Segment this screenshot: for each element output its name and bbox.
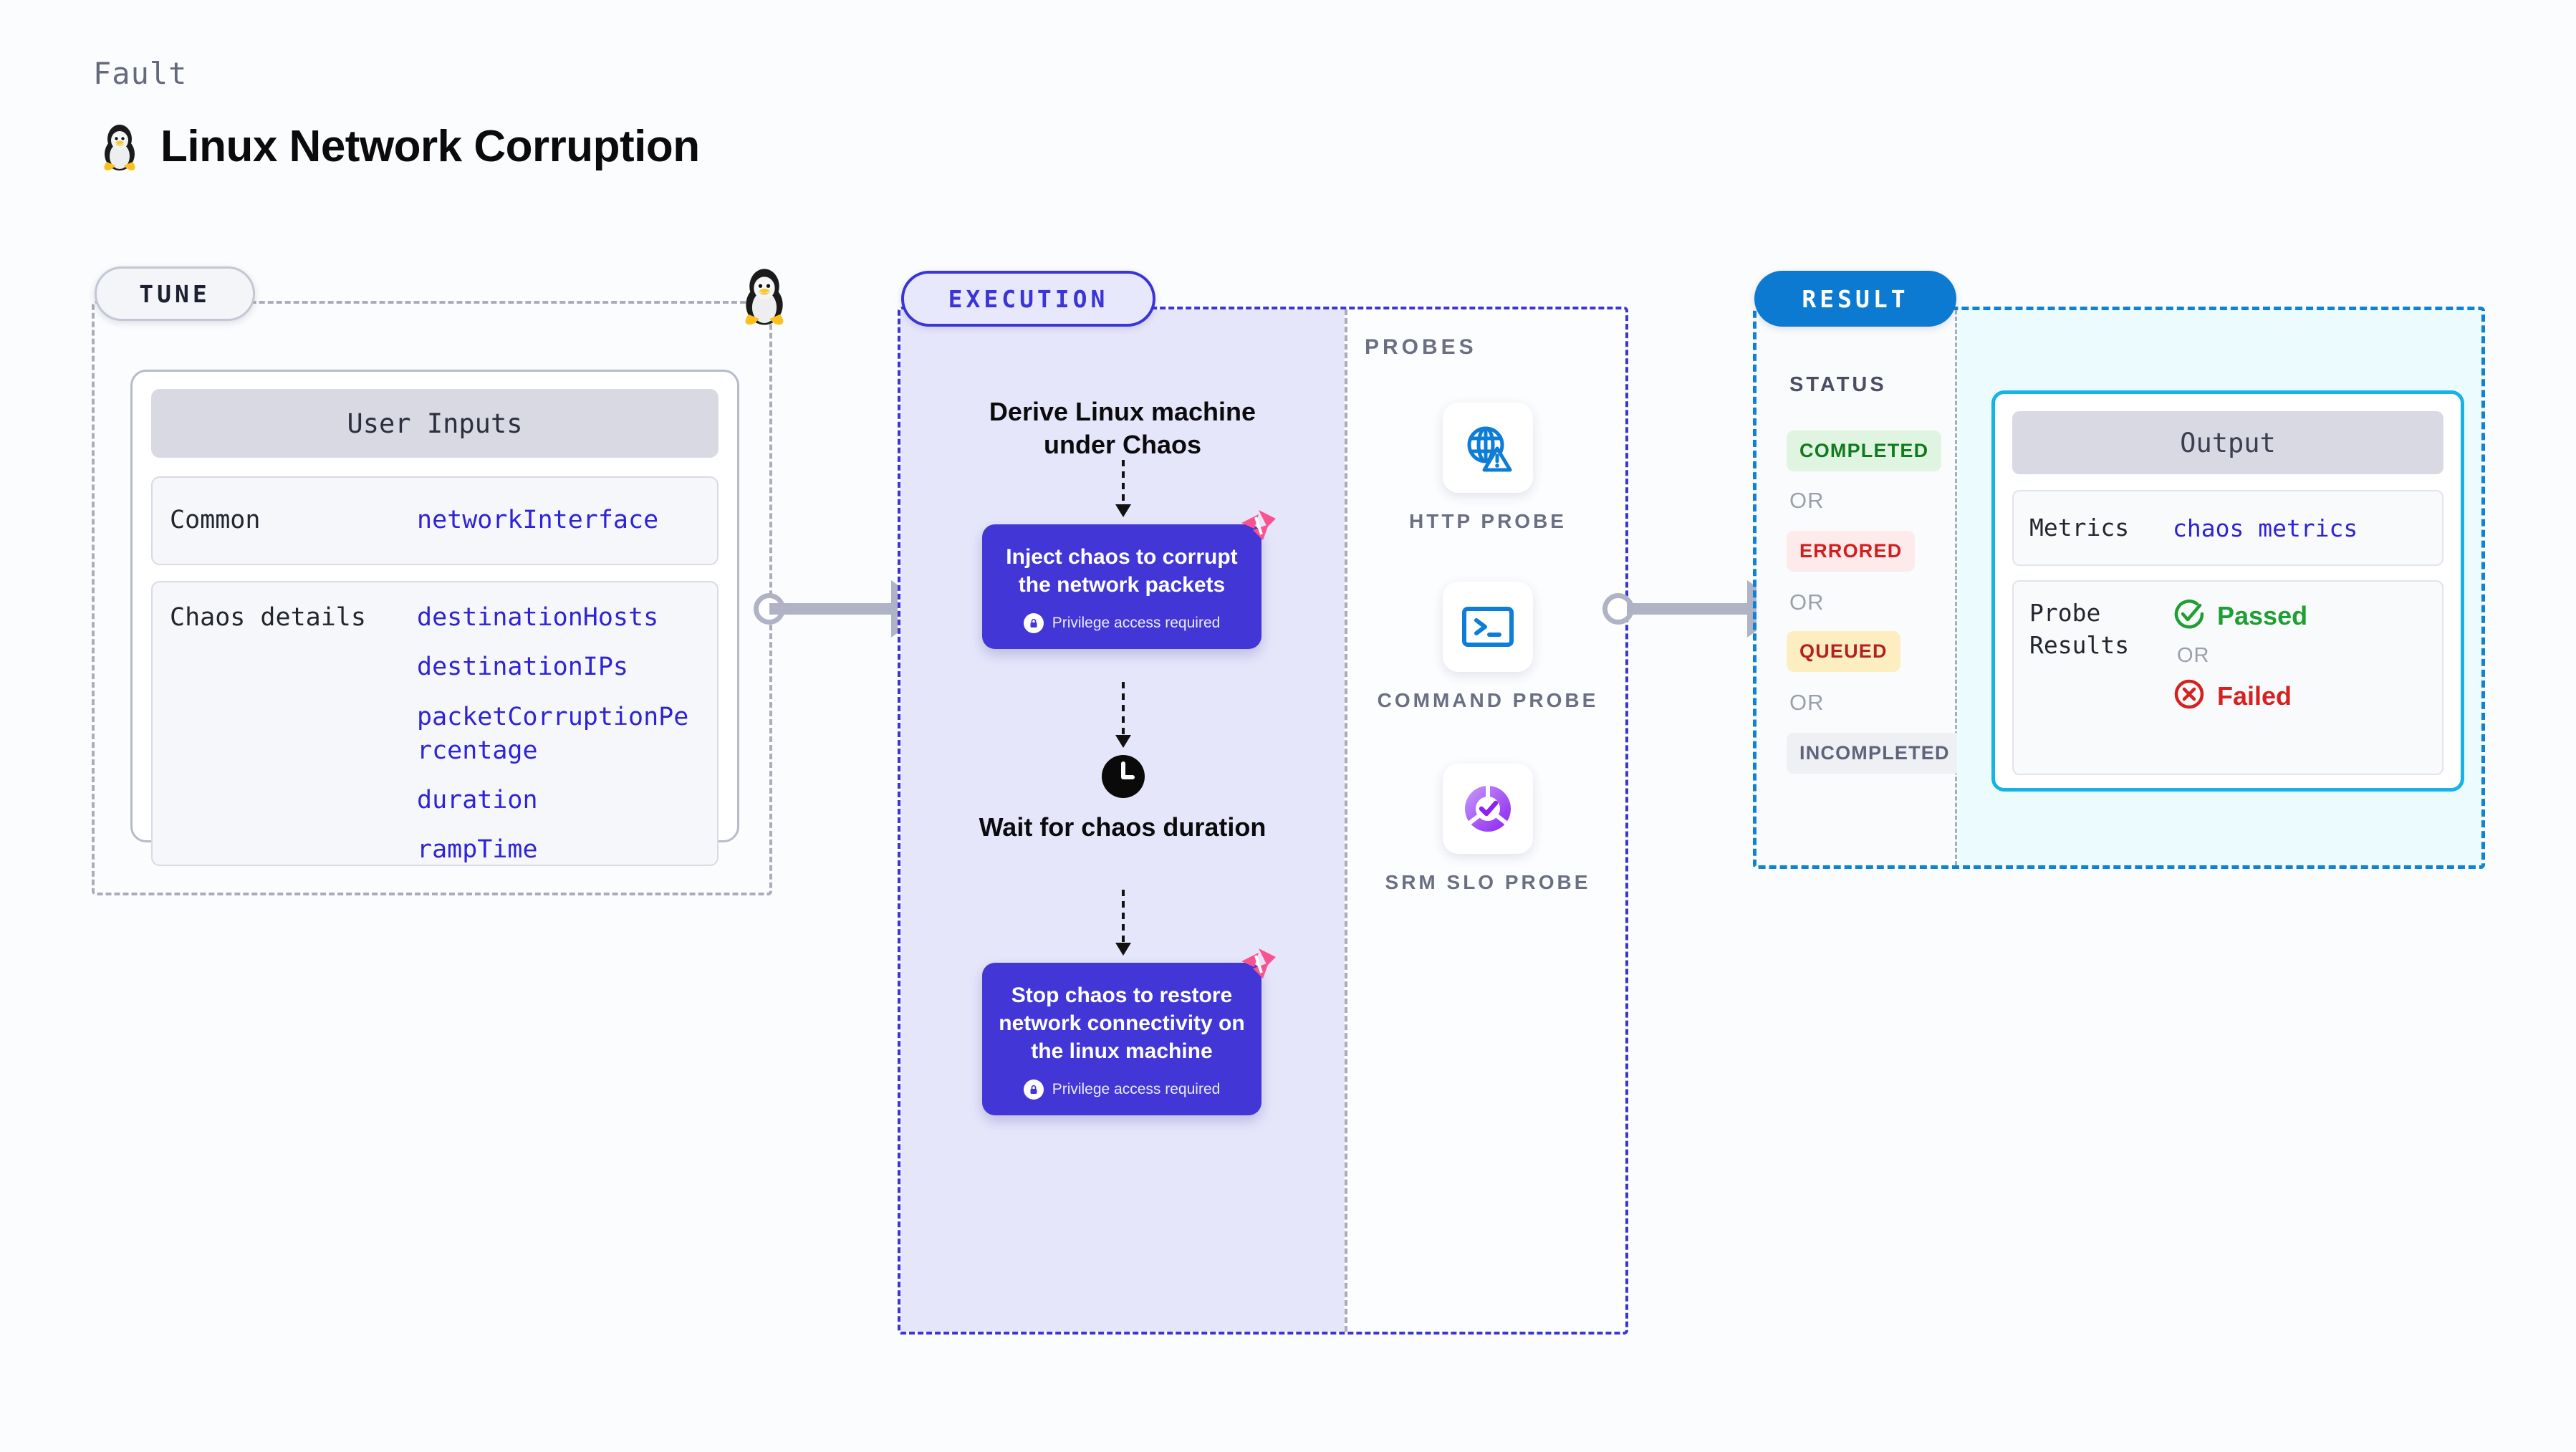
or-separator: OR — [1789, 488, 1825, 513]
execution-node-inject[interactable]: Inject chaos to corrupt the network pack… — [982, 510, 1276, 649]
slo-donut-check-icon — [1443, 764, 1533, 854]
input-row-values: destinationHosts destinationIPs packetCo… — [417, 601, 700, 867]
page-title: Linux Network Corruption — [160, 121, 700, 171]
check-circle-icon — [2173, 597, 2206, 634]
failed-label: Failed — [2217, 681, 2292, 711]
node-text: Inject chaos to corrupt the network pack… — [1006, 545, 1238, 597]
result-badge[interactable]: RESULT — [1754, 271, 1956, 327]
probe-label: HTTP PROBE — [1409, 510, 1567, 532]
or-separator: OR — [2177, 644, 2210, 667]
user-inputs-title: User Inputs — [151, 389, 719, 458]
result-panel: STATUS COMPLETED OR ERRORED OR QUEUED OR… — [1753, 307, 2485, 869]
param-networkInterface: networkInterface — [417, 506, 659, 535]
or-separator: OR — [1789, 690, 1825, 715]
execution-flow: Derive Linux machine under Chaos Inject … — [900, 309, 1345, 1332]
probe-http[interactable]: HTTP PROBE — [1373, 403, 1602, 534]
privilege-note: Privilege access required — [998, 1080, 1246, 1100]
privilege-text: Privilege access required — [1052, 615, 1221, 631]
privilege-text: Privilege access required — [1052, 1081, 1221, 1097]
output-pane: Output Metrics chaos metrics Probe Resul… — [1957, 310, 2481, 865]
status-pane: STATUS COMPLETED OR ERRORED OR QUEUED OR… — [1756, 310, 1963, 865]
tux-penguin-icon — [99, 120, 140, 172]
execution-badge[interactable]: EXECUTION — [901, 271, 1155, 327]
harness-logo-icon — [1237, 944, 1280, 991]
tux-penguin-icon — [738, 264, 791, 330]
passed-label: Passed — [2217, 600, 2308, 630]
lock-icon — [1023, 1080, 1044, 1100]
probe-result-passed: Passed — [2173, 597, 2307, 634]
flow-arrow — [1115, 460, 1131, 517]
page-title-row: Linux Network Corruption — [99, 120, 700, 172]
status-title: STATUS — [1789, 373, 1887, 396]
lock-icon — [1023, 613, 1044, 633]
node-text: Stop chaos to restore network connectivi… — [999, 984, 1245, 1063]
x-circle-icon — [2173, 678, 2206, 714]
execution-node-stop[interactable]: Stop chaos to restore network connectivi… — [982, 948, 1276, 1115]
input-row-label: Chaos details — [170, 603, 366, 632]
probe-command[interactable]: COMMAND PROBE — [1373, 582, 1602, 713]
tune-badge[interactable]: TUNE — [95, 266, 255, 321]
probe-label: SRM SLO PROBE — [1385, 871, 1591, 893]
input-row-chaos-details: Chaos details destinationHosts destinati… — [151, 581, 719, 866]
page-kicker: Fault — [93, 56, 188, 91]
param-packetCorruptionPercentage: packetCorruptionPercentage — [417, 702, 689, 765]
status-badge-completed: COMPLETED — [1787, 431, 1942, 471]
input-row-common: Common networkInterface — [151, 476, 719, 565]
probe-result-values: Passed OR Failed — [2173, 597, 2307, 758]
probe-srm-slo[interactable]: SRM SLO PROBE — [1373, 764, 1602, 895]
step-label-wait: Wait for chaos duration — [979, 812, 1267, 842]
terminal-prompt-icon — [1443, 582, 1533, 672]
output-row-probe-results: Probe Results Passed OR — [2012, 580, 2443, 775]
output-card: Output Metrics chaos metrics Probe Resul… — [1991, 390, 2464, 792]
globe-warning-icon — [1443, 403, 1533, 493]
param-rampTime: rampTime — [417, 835, 538, 865]
output-row-metrics: Metrics chaos metrics — [2012, 490, 2443, 566]
output-row-value: chaos metrics — [2173, 514, 2358, 542]
privilege-note: Privilege access required — [998, 613, 1246, 633]
output-title: Output — [2012, 411, 2443, 474]
tune-panel: User Inputs Common networkInterface Chao… — [92, 301, 772, 895]
flow-arrow — [1115, 682, 1131, 748]
param-destinationHosts: destinationHosts — [417, 603, 659, 632]
execution-panel: Derive Linux machine under Chaos Inject … — [898, 307, 1628, 1335]
flow-arrow — [1115, 890, 1131, 956]
clock-icon — [1100, 754, 1146, 799]
status-badge-queued: QUEUED — [1787, 631, 1900, 672]
param-destinationIPs: destinationIPs — [417, 653, 629, 682]
output-row-label: Probe Results — [2029, 599, 2130, 659]
probe-label: COMMAND PROBE — [1377, 689, 1599, 711]
status-badge-errored: ERRORED — [1787, 531, 1916, 572]
status-badge-incompleted: INCOMPLETED — [1787, 733, 1963, 774]
step-label-derive: Derive Linux machine under Chaos — [989, 397, 1256, 460]
probes-divider — [1345, 309, 1347, 1332]
output-row-label: Metrics — [2029, 513, 2130, 542]
user-inputs-card: User Inputs Common networkInterface Chao… — [130, 370, 739, 866]
probe-result-failed: Failed — [2173, 678, 2307, 714]
probes-title: PROBES — [1365, 335, 1477, 359]
param-duration: duration — [417, 786, 538, 814]
input-row-label: Common — [170, 506, 261, 535]
or-separator: OR — [1789, 590, 1825, 615]
harness-logo-icon — [1237, 506, 1280, 552]
input-row-values: networkInterface — [417, 504, 658, 537]
